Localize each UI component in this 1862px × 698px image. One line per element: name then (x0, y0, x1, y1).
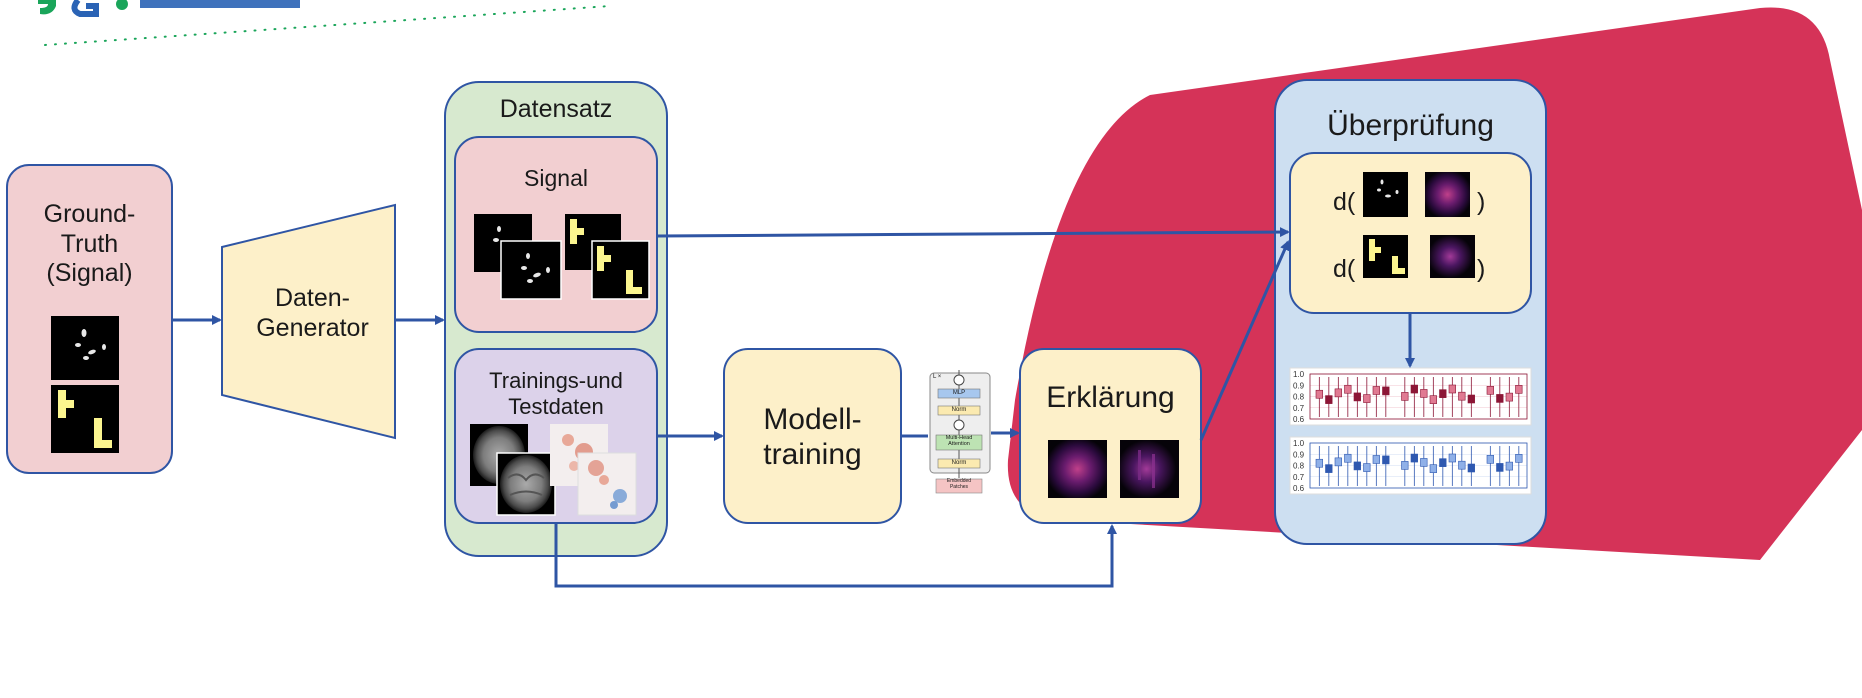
transformer-repeat: L × (933, 374, 942, 380)
dataset-title: Datensatz (499, 95, 613, 123)
blue-boxplot-box (1344, 453, 1352, 463)
ground-truth-image-shapes (51, 385, 119, 453)
blue-boxplot-box (1439, 458, 1447, 467)
red-boxplot-box (1382, 386, 1390, 396)
blue-boxplot-box (1363, 463, 1371, 472)
arrow-explanation-check (1199, 240, 1290, 441)
transformer-icon (929, 370, 991, 494)
data-label: Trainings-und Testdaten (489, 368, 623, 419)
blue-boxplot-box (1496, 463, 1504, 472)
transformer-attention: Multi-Head Attention (945, 435, 973, 448)
arrow-data-explanation (554, 523, 1117, 588)
blue-boxplot-frame (1309, 442, 1528, 489)
check-title: Überprüfung (1327, 109, 1494, 142)
red-boxplot-box (1410, 384, 1418, 394)
red-boxplot-tick-label: 1.0 (1293, 370, 1305, 379)
metric-box (1289, 152, 1532, 314)
blue-boxplot-tick-label: 1.0 (1293, 439, 1305, 448)
ground-truth-label: Ground- Truth (Signal) (43, 200, 136, 287)
metric-open-2: d( (1333, 255, 1356, 283)
blue-boxplot-box (1315, 458, 1323, 468)
explanation-heatmaps (1048, 440, 1179, 498)
explanation-label: Erklärung (1046, 381, 1175, 414)
red-boxplot-box (1315, 389, 1323, 399)
red-boxplot-box (1448, 384, 1456, 394)
red-boxplot-box (1515, 385, 1523, 394)
training-label: Modell- training (763, 403, 862, 472)
red-boxplot-tick-label: 0.8 (1293, 393, 1305, 402)
red-boxplot-tick-label: 0.9 (1293, 381, 1305, 390)
boxplot-panel-blue: 1.0 0.9 0.8 0.7 0.6 (1289, 436, 1532, 495)
red-boxplot-box (1467, 394, 1475, 404)
blue-boxplot-box (1448, 453, 1456, 463)
signal-image-dots (474, 214, 562, 300)
blue-boxplot-box (1401, 461, 1409, 470)
red-boxplot-box (1429, 395, 1437, 404)
blue-boxplot-tick-label: 0.9 (1293, 450, 1305, 459)
blue-boxplot-box (1420, 458, 1428, 467)
red-boxplot-tick-label: 0.7 (1293, 404, 1305, 413)
red-boxplot-box (1486, 386, 1494, 395)
metric-close-1: ) (1477, 188, 1486, 216)
training-box (723, 348, 902, 524)
red-boxplot-box (1372, 386, 1380, 395)
red-boxplot-tick-label: 0.6 (1293, 415, 1305, 424)
blue-boxplot-box (1410, 453, 1418, 463)
red-boxplot-box (1496, 394, 1504, 403)
red-boxplot-box (1420, 389, 1428, 398)
generator-box (221, 203, 396, 440)
transformer-norm-2: Norm (951, 460, 967, 466)
arrow-signal-check (657, 227, 1290, 238)
blue-boxplot-box (1429, 464, 1437, 473)
blue-boxplot-box (1334, 457, 1342, 467)
red-boxplot-box (1401, 392, 1409, 401)
signal-label: Signal (524, 165, 588, 191)
blue-boxplot-box (1353, 461, 1361, 471)
blue-boxplot-box (1505, 461, 1513, 471)
blue-boxplot-box (1382, 455, 1390, 465)
blue-boxplot-box (1372, 455, 1380, 464)
red-boxplot-box (1325, 395, 1333, 404)
blue-boxplot-box (1325, 464, 1333, 473)
arrows (172, 227, 1415, 588)
metric-close-2: ) (1477, 255, 1486, 283)
metric-images (1363, 172, 1475, 278)
red-boxplot-box (1353, 392, 1361, 402)
logo (38, 0, 300, 17)
red-boxplot-box (1363, 394, 1371, 403)
metric-open-1: d( (1333, 188, 1356, 216)
signal-image-shapes (565, 214, 650, 300)
blue-boxplot-tick-label: 0.7 (1293, 473, 1305, 482)
red-boxplot-box (1439, 389, 1447, 398)
blue-boxplot-tick-label: 0.6 (1293, 484, 1305, 493)
heatmap-images (550, 424, 637, 516)
transformer-mlp: MLP (952, 390, 966, 396)
ground-truth-image-dots (51, 316, 119, 380)
transformer-embedded: Embedded Patches (946, 478, 972, 490)
red-boxplot-frame (1309, 373, 1528, 420)
blue-boxplot-box (1458, 460, 1466, 470)
blue-boxplot-tick-label: 0.8 (1293, 462, 1305, 471)
red-boxplot-box (1344, 384, 1352, 394)
generator-label: Daten- Generator (256, 284, 369, 342)
dotted-rule (44, 5, 611, 46)
red-boxplot-box (1505, 392, 1513, 402)
transformer-norm-1: Norm (951, 407, 967, 413)
blue-boxplot-box (1467, 463, 1475, 473)
brain-images (470, 424, 556, 516)
blue-boxplot-box (1515, 454, 1523, 463)
boxplot-panel-red: 1.0 0.9 0.8 0.7 0.6 (1289, 367, 1532, 426)
red-boxplot-box (1334, 388, 1342, 398)
blue-boxplot-box (1486, 455, 1494, 464)
red-boxplot-box (1458, 391, 1466, 401)
